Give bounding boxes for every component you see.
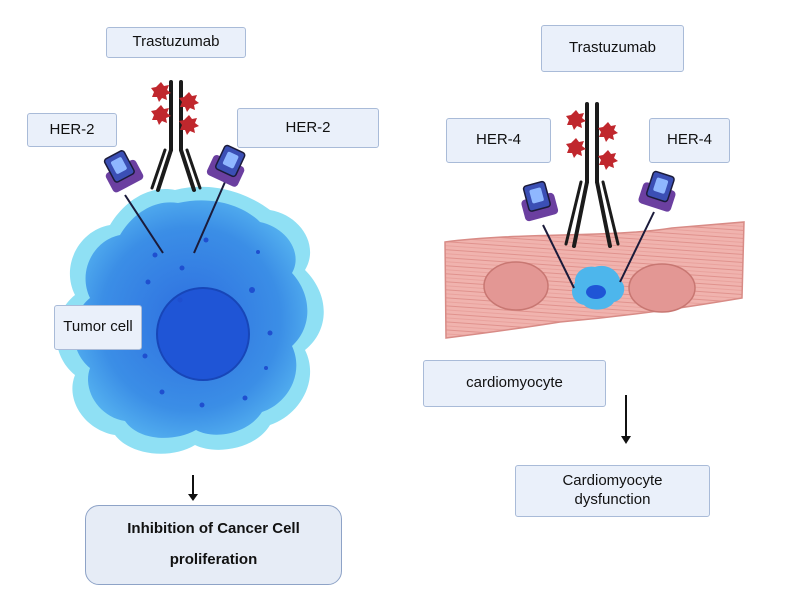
trastuzumab-text-left: Trastuzumab	[132, 33, 220, 51]
arrow-down-left	[188, 475, 198, 501]
trastuzumab-label-left: Trastuzumab	[106, 27, 246, 58]
her2-label-right: HER-2	[237, 108, 379, 148]
outcome-text-right-line1: Cardiomyocyte	[562, 472, 663, 490]
her4-receptor-right	[619, 170, 676, 283]
her4-receptor-left	[521, 180, 575, 289]
drug-payload-right	[566, 110, 618, 170]
arrow-down-right	[621, 395, 631, 444]
tumor-nucleus	[156, 287, 250, 381]
her4-label-right: HER-4	[649, 118, 730, 163]
drug-payload-left	[151, 82, 199, 135]
outcome-text-right-line2: dysfunction	[574, 491, 651, 508]
trastuzumab-antibody-right	[564, 102, 620, 248]
cardiomyocyte-text: cardiomyocyte	[466, 374, 563, 392]
her2-text-left: HER-2	[49, 120, 95, 138]
her2-receptor-left	[103, 150, 164, 254]
outcome-text-left-line2: proliferation	[169, 551, 258, 568]
outcome-label-right: Cardiomyocyte dysfunction	[515, 465, 710, 517]
tumor-cell-text: Tumor cell	[63, 318, 133, 336]
trastuzumab-text-right: Trastuzumab	[569, 39, 656, 57]
tumor-cell-label: Tumor cell	[54, 305, 142, 350]
her2-receptor-right	[193, 144, 246, 254]
her4-text-right: HER-4	[666, 131, 712, 149]
her4-label-left: HER-4	[446, 118, 551, 163]
cardiomyocyte-label: cardiomyocyte	[423, 360, 606, 407]
cardiomyocyte-cell	[444, 221, 745, 339]
outcome-text-left-line1: Inhibition of Cancer Cell	[127, 520, 300, 538]
outcome-label-left: Inhibition of Cancer Cell proliferation	[85, 505, 342, 585]
her2-label-left: HER-2	[27, 113, 117, 147]
cardiomyocyte-nucleus-right	[628, 263, 696, 313]
her2-text-right: HER-2	[285, 118, 331, 136]
tumor-cell	[56, 186, 324, 454]
cardiomyocyte-nucleus-left	[483, 261, 549, 311]
trastuzumab-label-right: Trastuzumab	[541, 25, 684, 72]
her4-text-left: HER-4	[475, 131, 521, 149]
